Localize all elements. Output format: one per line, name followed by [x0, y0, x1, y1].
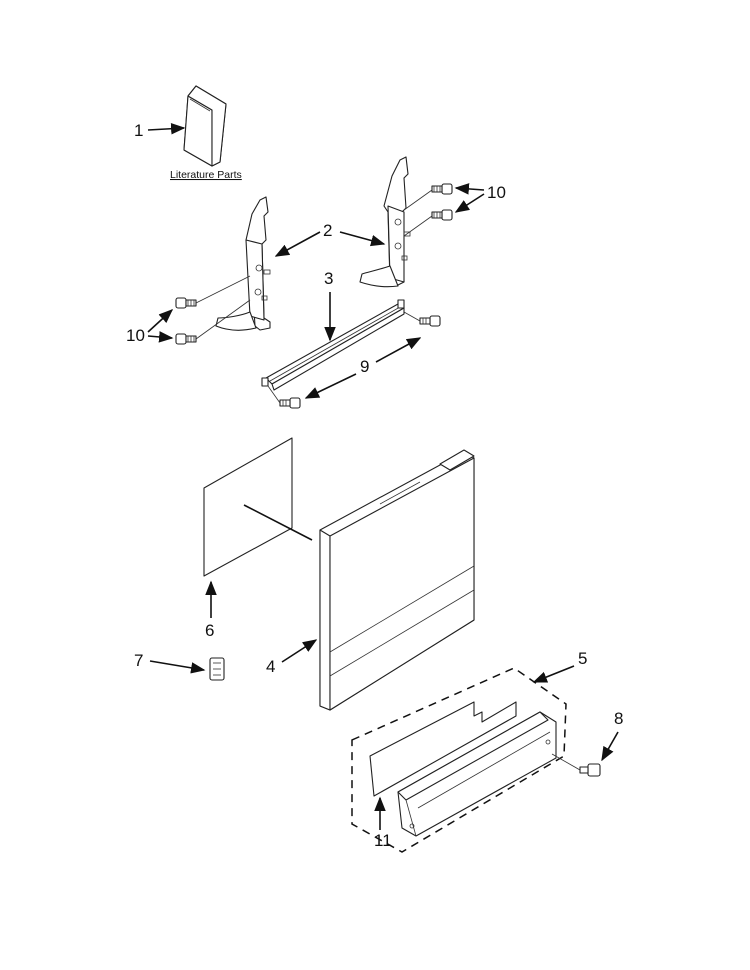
screw-right-lower-axis	[403, 215, 433, 237]
screw-left-lower-axis	[195, 299, 251, 340]
rail-screw-right[interactable]	[419, 315, 441, 327]
callout-10-right: 10	[487, 183, 506, 202]
screw-left-lower[interactable]	[175, 333, 197, 345]
callout-5: 5	[578, 649, 587, 668]
callout-3: 3	[324, 269, 333, 288]
rail-screw-left-axis	[267, 385, 281, 404]
screw-right-lower[interactable]	[431, 209, 453, 221]
outer-door-panel[interactable]	[319, 449, 475, 711]
leader-9-left	[304, 373, 357, 399]
rail-screw-left[interactable]	[279, 397, 301, 409]
foam-strip[interactable]	[369, 701, 517, 797]
door-rail[interactable]	[261, 299, 405, 391]
toe-panel-screw-axis	[551, 753, 581, 771]
callout-2: 2	[323, 221, 332, 240]
rail-screw-right-axis	[403, 311, 421, 322]
leader-5	[532, 665, 575, 683]
callout-4: 4	[266, 657, 275, 676]
screw-left-upper-axis	[195, 275, 251, 304]
callout-10-left: 10	[126, 326, 145, 345]
toe-panel-assembly-boundary	[351, 667, 567, 853]
callout-7: 7	[134, 651, 143, 670]
leader-1	[147, 122, 186, 135]
leader-10-left-upper	[147, 309, 174, 333]
callout-8: 8	[614, 709, 623, 728]
screw-right-upper-axis	[403, 189, 433, 211]
leader-7	[149, 660, 206, 674]
toe-panel-screw[interactable]	[579, 763, 601, 777]
leader-8	[601, 731, 619, 762]
leader-2-right	[339, 231, 386, 247]
leader-10-right-lower	[454, 193, 485, 213]
door-clip[interactable]	[209, 657, 225, 681]
toe-panel[interactable]	[397, 711, 557, 837]
leader-4	[281, 639, 318, 663]
insulation-leader-to-door	[243, 504, 313, 541]
leader-2-left	[274, 231, 321, 257]
literature-parts-caption: Literature Parts	[170, 169, 242, 181]
leader-10-right-upper	[454, 183, 485, 195]
screw-right-upper[interactable]	[431, 183, 453, 195]
right-hinge-bracket[interactable]	[359, 156, 411, 288]
leader-9-right	[375, 337, 422, 363]
callout-9: 9	[360, 357, 369, 376]
leader-10-left-lower	[147, 331, 174, 343]
callout-11: 11	[374, 831, 392, 850]
left-hinge-bracket[interactable]	[215, 196, 271, 331]
callout-6: 6	[205, 621, 214, 640]
screw-left-upper[interactable]	[175, 297, 197, 309]
literature-parts-booklet[interactable]	[183, 85, 227, 167]
callout-1: 1	[134, 121, 143, 140]
